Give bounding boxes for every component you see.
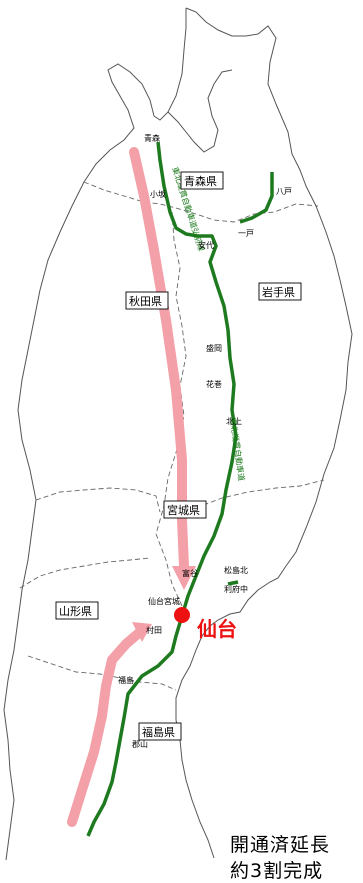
arrow-south — [67, 627, 145, 827]
pref-yamagata: 山形県 — [59, 605, 92, 618]
sendai-label: 仙台 — [197, 617, 237, 641]
arrow-south-head — [132, 622, 152, 642]
pref-box-fukushima — [138, 722, 182, 741]
place-kitakami: 北上 — [226, 417, 242, 426]
place-tomiya: 富谷 — [182, 568, 198, 578]
arrow-north-head — [172, 566, 196, 590]
expressway-matsushima — [227, 580, 239, 586]
caption-line-1: 開通済延長 — [230, 834, 331, 856]
place-hachinohe: 八戸 — [276, 187, 292, 196]
pref-box-iwate — [258, 282, 302, 301]
place-kosaka: 小坂 — [150, 189, 166, 199]
expressway-hachinohe — [239, 172, 274, 224]
pref-aomori: 青森県 — [184, 174, 217, 188]
pref-box-aomori — [180, 171, 224, 190]
place-hanamaki: 花巻 — [206, 379, 222, 389]
pref-miyagi: 宮城県 — [167, 503, 200, 517]
place-matsushima-kita: 松島北 — [224, 565, 248, 575]
pref-box-miyagi — [163, 500, 207, 519]
pref-box-akita — [125, 291, 169, 310]
place-koriyama: 郡山 — [132, 739, 148, 749]
place-morioka: 盛岡 — [206, 343, 222, 353]
place-ashiro: 安代 — [198, 240, 214, 250]
place-ichinohe: 一戸 — [238, 229, 254, 238]
sendai-marker — [174, 607, 190, 623]
place-sendai-miyagi: 仙台宮城 — [148, 596, 180, 606]
pref-iwate: 岩手県 — [262, 285, 295, 299]
caption-line-2: 約3割完成 — [230, 860, 324, 882]
pref-box-yamagata — [55, 601, 99, 620]
place-murata: 村田 — [146, 625, 162, 635]
place-aomori: 青森 — [144, 133, 160, 143]
mutsu-bay — [167, 69, 233, 153]
pref-boundary — [19, 181, 325, 691]
place-fukushima: 福島 — [118, 675, 134, 685]
place-rifu-naka: 利府中 — [224, 584, 248, 594]
pref-fukushima: 福島県 — [142, 725, 175, 739]
expressway-main — [86, 141, 238, 837]
coastline — [3, 7, 353, 861]
pref-akita: 秋田県 — [129, 294, 162, 308]
